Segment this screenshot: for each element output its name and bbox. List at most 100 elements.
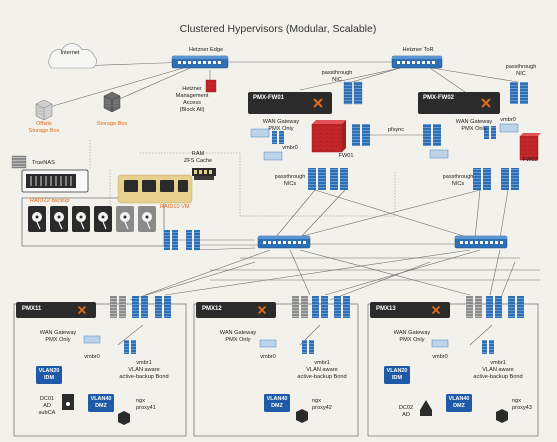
pmx13-vlan40-2: DMZ (453, 403, 465, 409)
pmx12-vmbr0: vmbr0 (260, 354, 276, 360)
pmx11-dc-1: DC01 (39, 396, 55, 402)
hetzner-access-label-2: Management (175, 93, 209, 99)
pmx13-node (367, 296, 539, 437)
pmx13-vlan40-1: VLAN40 (448, 396, 470, 402)
pmx13-vmbr0: vmbr0 (432, 354, 448, 360)
connections (45, 61, 540, 346)
pmx12-hostname: PMX12 (202, 306, 222, 312)
ram-zfs-cache-icon (192, 168, 216, 180)
fw01-passthrough-nic-top (343, 81, 363, 105)
fw01-wan-label-2: PMX Only (268, 126, 294, 132)
link-internet-edge (77, 61, 191, 67)
pmx11-proxy-1: ngx (136, 398, 146, 404)
fw02-passthrough-top-1: passthrough (505, 64, 537, 70)
pmx13-wan-1: WAN Gateway (393, 330, 431, 336)
pmx12-wan-2: PMX Only (225, 337, 251, 343)
pmx12-vlan40-1: VLAN40 (266, 396, 288, 402)
dc02-server-icon (420, 400, 432, 416)
proxy42-server-icon (296, 409, 308, 423)
pmx12-wan-1: WAN Gateway (219, 330, 257, 336)
pmx11-vmbr0: vmbr0 (84, 354, 100, 360)
hetzner-access-label-3: Access (182, 100, 202, 106)
storage-box-icon (103, 91, 121, 113)
fw02-firewall-icon (519, 133, 541, 161)
hetzner-edge-router (171, 55, 229, 69)
fw02-label: FW02 (522, 157, 538, 163)
raid10-label: RAID10 VM (160, 204, 190, 210)
fw02-passthrough-top-2: NIC (516, 71, 526, 77)
pmx12-vmbr1-1: vmbr1 (314, 360, 330, 366)
core-switch-1 (257, 235, 311, 249)
offsite-storage-label-1: Offsite (35, 121, 53, 127)
fw02-passthrough-bottom-2: NICs (451, 181, 465, 187)
pmx-fw02-host (418, 92, 500, 114)
fw01-vmbr0-nic (250, 128, 284, 161)
pmx13-vlan20-1: VLAN20 (386, 368, 408, 374)
raid10-panel (117, 174, 193, 204)
core-switch-2 (454, 235, 508, 249)
dc01-server-icon (62, 394, 74, 410)
hetzner-access-label-4: (Block All) (179, 107, 205, 113)
pmx-fw01-hostname: PMX-FW01 (253, 95, 285, 101)
fw02-wan-label-2: PMX Only (461, 126, 487, 132)
fw02-vmbr0-nic (429, 123, 519, 159)
pmx13-proxy-1: ngx (512, 398, 522, 404)
hetzner-tor-label: Hetzner ToR (402, 47, 434, 53)
proxy41-server-icon (118, 411, 130, 425)
fw01-firewall-icon (311, 120, 346, 153)
ram-label-2: ZFS Cache (183, 158, 213, 164)
offsite-storage-box-icon (35, 99, 53, 121)
fw02-vmbr0-label: vmbr0 (500, 117, 516, 123)
pmx11-hostname: PMX11 (22, 306, 42, 312)
pfsync-label: pfsync (387, 127, 405, 133)
fw01-passthrough-bottom-1: passthrough (274, 174, 306, 180)
pmx13-hostname: PMX13 (376, 306, 396, 312)
pmx11-vmbr1-1: vmbr1 (136, 360, 152, 366)
pmx13-dc-2: AD (402, 412, 410, 418)
pmx11-vmbr1-2: VLAN aware (128, 367, 160, 373)
storage-box-label: Storage Box (96, 121, 128, 127)
internet-cloud (48, 43, 97, 69)
link-storagebox-edge (116, 67, 191, 101)
pmx11-vlan40-1: VLAN40 (90, 396, 112, 402)
pmx13-wan-2: PMX Only (399, 337, 425, 343)
pmx11-dc-3: subCA (38, 410, 56, 416)
pmx11-vlan20-1: VLAN20 (38, 368, 60, 374)
truenas-nic (11, 155, 27, 169)
pmx13-proxy-2: proxy43 (512, 405, 532, 411)
pmx12-node (193, 296, 359, 437)
fw01-wan-label-1: WAN Gateway (262, 119, 300, 125)
pmx11-vlan40-2: DMZ (95, 403, 107, 409)
ram-label-1: RAM (191, 151, 205, 157)
proxmox-logo-icon (313, 98, 323, 108)
truenas-label: TrueNAS (32, 160, 55, 166)
pmx12-vmbr1-2: VLAN aware (306, 367, 338, 373)
pmx13-dc-1: DC02 (398, 405, 414, 411)
raidz2-label: RAIDZ2 backup (30, 198, 70, 204)
hetzner-edge-label: Hetzner Edge (188, 47, 224, 53)
pmx12-vmbr1-3: active-backup Bond (297, 374, 347, 380)
fw01-passthrough-top-2: NIC (332, 77, 342, 83)
pmx13-vmbr1-2: VLAN aware (482, 367, 514, 373)
fw01-vmbr0-label: vmbr0 (282, 145, 298, 151)
diagram-title: Clustered Hypervisors (Modular, Scalable… (179, 23, 377, 35)
fw01-passthrough-nics-bottom (308, 168, 348, 190)
fw02-passthrough-bottom-1: passthrough (442, 174, 474, 180)
pmx11-proxy-2: proxy41 (136, 405, 156, 411)
proxy43-server-icon (496, 409, 508, 423)
truenas-box (21, 197, 165, 247)
pmx-fw01-host (248, 92, 332, 114)
hetzner-access-firewall-icon (205, 79, 217, 93)
hetzner-tor-switch (391, 55, 443, 69)
pmx11-wan-1: WAN Gateway (39, 330, 77, 336)
pfsync-nics (352, 124, 441, 146)
pmx13-vlan20-2: IDM (392, 375, 402, 381)
offsite-storage-label-2: Storage Box (28, 128, 60, 134)
raidz2-disks (28, 206, 156, 232)
pmx12-vlan40-2: DMZ (271, 403, 283, 409)
pmx11-node (13, 296, 187, 437)
pmx13-vmbr1-1: vmbr1 (490, 360, 506, 366)
pmx11-wan-2: PMX Only (45, 337, 71, 343)
